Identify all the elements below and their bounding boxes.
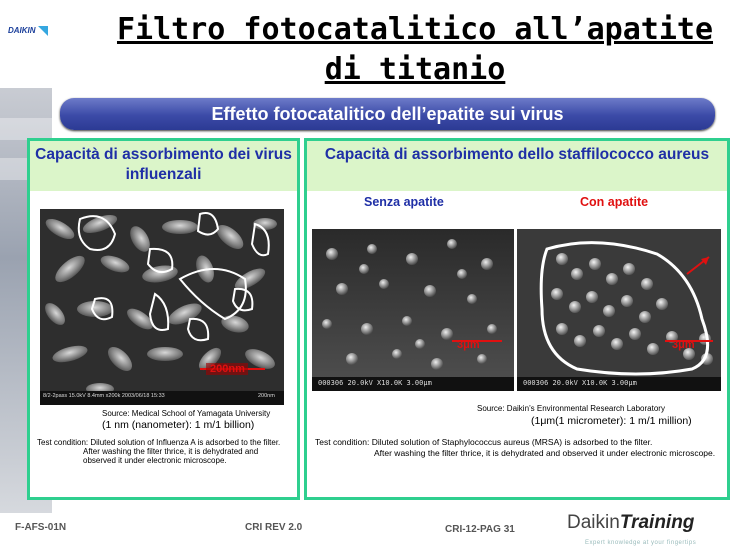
brand-daikin: Daikin — [567, 512, 620, 533]
footer-code: F-AFS-01N — [15, 522, 67, 533]
influenza-panel-heading: Capacità di assorbimento dei virus influ… — [30, 141, 297, 191]
with-apatite-image — [517, 229, 721, 391]
micrograph-without-apatite: 3μm 000306 20.0kV X10.0K 3.00μm — [312, 229, 514, 391]
influenza-scale-label: 200nm — [210, 363, 245, 375]
subtitle-banner: Effetto fotocatalitico dell’epatite sui … — [60, 98, 715, 130]
label-without-apatite: Senza apatite — [364, 195, 444, 209]
influenza-micrograph: 200nm 8/2-2pass 15.0kV 8.4mm x200k 2003/… — [40, 209, 284, 405]
footer-page: CRI-12-PAG 31 — [445, 524, 515, 535]
footer-revision: CRI REV 2.0 — [245, 522, 303, 533]
influenza-micro-label: 8/2-2pass 15.0kV 8.4mm x200k 2003/06/18 … — [43, 393, 165, 399]
staphylococcus-panel: Capacità di assorbimento dello staffiloc… — [304, 138, 730, 500]
staphylococcus-test-condition: Test condition: Diluted solution of Stap… — [315, 437, 720, 459]
staphylococcus-test-line-1: Test condition: Diluted solution of Stap… — [315, 437, 653, 447]
staphylococcus-source: Source: Daikin’s Environmental Research … — [477, 404, 665, 413]
influenza-panel: Capacità di assorbimento dei virus influ… — [27, 138, 300, 500]
brand-training: Training — [619, 512, 695, 533]
staphylococcus-panel-heading: Capacità di assorbimento dello staffiloc… — [307, 141, 727, 191]
staphylococcus-unit-note: (1μm(1 micrometer): 1 m/1 million) — [531, 415, 692, 427]
brand-tagline: Expert knowledge at your fingertips — [585, 540, 697, 546]
influenza-source: Source: Medical School of Yamagata Unive… — [102, 409, 271, 418]
daikin-training-brand: DaikinTraining — [567, 512, 694, 534]
label-with-apatite: Con apatite — [580, 195, 649, 209]
logo-text: DAIKIN — [8, 26, 36, 35]
without-scale-label: 3μm — [457, 339, 480, 351]
influenza-test-line-2: After washing the filter thrice, it is d… — [83, 447, 259, 465]
without-micro-label: 000306 20.0kV X10.0K 3.00μm — [318, 379, 432, 387]
influenza-test-condition: Test condition: Diluted solution of Infl… — [37, 438, 292, 465]
with-micro-label: 000306 20.0kV X10.0K 3.00μm — [523, 379, 637, 387]
daikin-logo: DAIKIN — [8, 26, 48, 40]
influenza-micro-scale: 200nm — [258, 393, 275, 399]
staphylococcus-test-line-2: After washing the filter thrice, it is d… — [374, 448, 716, 458]
influenza-test-line-1: Test condition: Diluted solution of Infl… — [37, 438, 281, 447]
with-scale-label: 3μm — [672, 339, 695, 351]
micrograph-with-apatite: 3μm 000306 20.0kV X10.0K 3.00μm — [517, 229, 721, 391]
micrograph-image — [40, 209, 284, 405]
influenza-unit-note: (1 nm (nanometer): 1 m/1 billion) — [102, 419, 255, 431]
without-apatite-image — [312, 229, 514, 391]
page-title: Filtro fotocatalitico all’apatite di tit… — [116, 12, 714, 87]
logo-mark — [38, 26, 48, 36]
